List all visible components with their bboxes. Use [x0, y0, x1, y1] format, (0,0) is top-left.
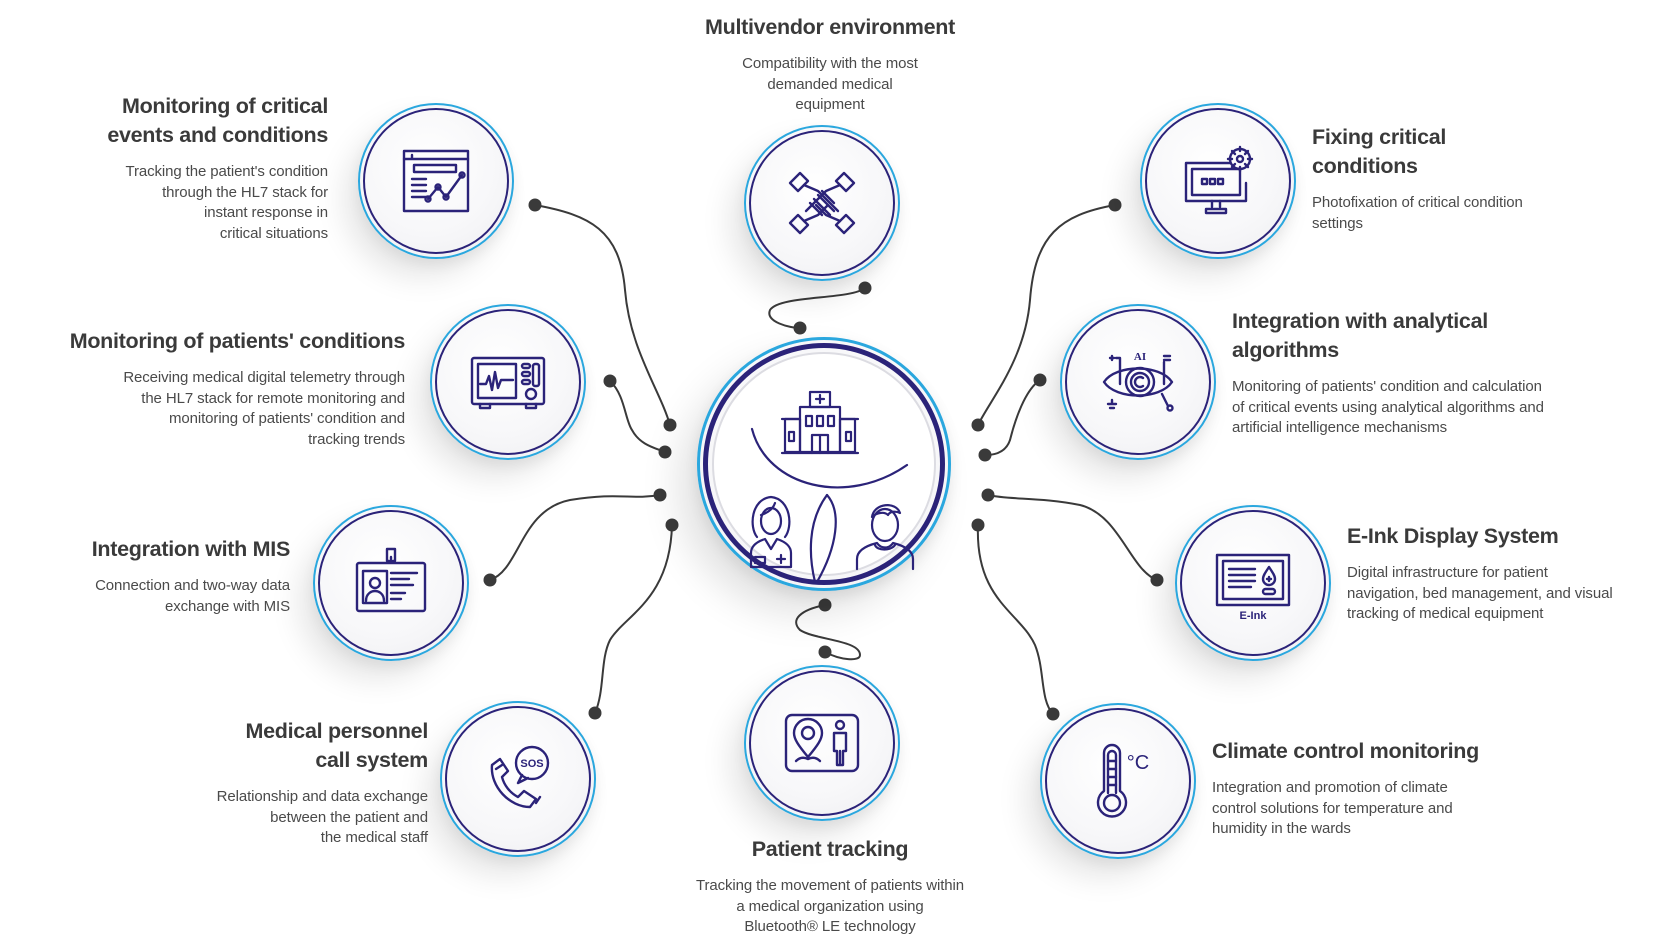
- node-integration-analytical[interactable]: AI: [1060, 304, 1216, 460]
- node-patient-tracking[interactable]: [744, 665, 900, 821]
- feature-title: Climate control monitoring: [1212, 739, 1479, 763]
- connector-dot: [858, 281, 872, 295]
- connector-eink: [987, 494, 1158, 581]
- feature-description: Monitoring of patients' condition and ca…: [1232, 378, 1544, 436]
- feature-eink-display: E-Ink Display System Digital infrastruct…: [1347, 522, 1677, 625]
- patient-monitor-icon: [468, 342, 548, 422]
- node-medical-personnel-call[interactable]: SOS: [440, 701, 596, 857]
- celsius-label: °C: [1127, 752, 1149, 774]
- feature-description: Connection and two-way data exchange wit…: [95, 577, 290, 615]
- hub-face: [712, 352, 936, 576]
- hub-divider-arc: [809, 493, 829, 584]
- patient-icon: [855, 504, 915, 571]
- feature-climate-control: Climate control monitoring Integration a…: [1212, 737, 1542, 840]
- doctor-icon: [749, 495, 793, 569]
- feature-description: Tracking the patient's condition through…: [125, 163, 328, 242]
- feature-title: Integration with analytical algorithms: [1232, 309, 1488, 362]
- feature-title: Fixing critical conditions: [1312, 125, 1447, 178]
- connector-dot: [818, 645, 832, 659]
- feature-title: Integration with MIS: [91, 537, 291, 561]
- feature-multivendor-environment: Multivendor environment Compatibility wi…: [640, 13, 1020, 116]
- sos-phone-icon: SOS: [478, 739, 558, 819]
- hands-together-icon: [782, 163, 862, 243]
- feature-title: Monitoring of patients' conditions: [69, 329, 406, 353]
- connector-dot: [528, 198, 542, 212]
- eink-label: E-Ink: [1240, 610, 1268, 622]
- connector-dot: [663, 418, 677, 432]
- feature-title: Monitoring of critical events and condit…: [107, 94, 328, 147]
- connector-personnel-call: [594, 524, 673, 714]
- node-integration-mis[interactable]: [313, 505, 469, 661]
- node-eink-display[interactable]: E-Ink: [1175, 505, 1331, 661]
- connector-dot: [971, 518, 985, 532]
- node-monitoring-patients-conditions[interactable]: [430, 304, 586, 460]
- feature-description: Tracking the movement of patients within…: [695, 877, 965, 935]
- connector-climate: [976, 524, 1054, 715]
- connector-dot: [1108, 198, 1122, 212]
- connector-patients-conditions: [609, 380, 666, 453]
- node-climate-control[interactable]: °C: [1040, 703, 1196, 859]
- feature-title: Medical personnel call system: [245, 719, 429, 772]
- hub-divider-arc: [750, 427, 909, 489]
- monitor-gear-icon: [1178, 141, 1258, 221]
- feature-description: Receiving medical digital telemetry thro…: [123, 369, 405, 448]
- connector-patient-tracking: [795, 604, 862, 661]
- feature-patient-tracking: Patient tracking Tracking the movement o…: [640, 835, 1020, 938]
- feature-description: Digital infrastructure for patient navig…: [1347, 564, 1613, 622]
- hub-outer-ring: [697, 337, 951, 591]
- location-person-icon: [782, 703, 862, 783]
- feature-title: Patient tracking: [751, 837, 909, 861]
- feature-description: Relationship and data exchange between t…: [216, 788, 428, 846]
- feature-fixing-critical-conditions: Fixing critical conditions Photofixation…: [1312, 123, 1612, 234]
- central-hub: [697, 337, 951, 591]
- connector-dot: [588, 706, 602, 720]
- feature-title: E-Ink Display System: [1347, 524, 1559, 548]
- hub-illustration: [749, 390, 915, 584]
- hub-divider-arc: [815, 493, 837, 584]
- feature-monitoring-patients-conditions: Monitoring of patients' conditions Recei…: [20, 327, 406, 450]
- connector-dot: [793, 321, 807, 335]
- connector-dot: [603, 374, 617, 388]
- connector-multivendor: [768, 287, 866, 329]
- chart-document-icon: [396, 141, 476, 221]
- feature-title: Multivendor environment: [705, 15, 955, 39]
- feature-description: Photofixation of critical condition sett…: [1312, 194, 1523, 232]
- connector-dot: [1150, 573, 1164, 587]
- node-multivendor-environment[interactable]: [744, 125, 900, 281]
- eink-display-icon: E-Ink: [1213, 543, 1293, 623]
- hospital-icon: [780, 390, 860, 455]
- connector-dot: [665, 518, 679, 532]
- connector-dot: [978, 448, 992, 462]
- connector-dot: [483, 573, 497, 587]
- connector-dot: [1046, 707, 1060, 721]
- connector-dot: [971, 418, 985, 432]
- connector-dot: [981, 488, 995, 502]
- feature-description: Integration and promotion of climate con…: [1212, 779, 1453, 837]
- ai-label: AI: [1134, 351, 1146, 363]
- node-monitoring-critical-events[interactable]: [358, 103, 514, 259]
- sos-label: SOS: [520, 758, 543, 770]
- node-fixing-critical-conditions[interactable]: [1140, 103, 1296, 259]
- feature-medical-personnel-call: Medical personnel call system Relationsh…: [150, 717, 429, 849]
- connector-analytical: [984, 379, 1041, 456]
- ai-eye-icon: AI: [1098, 342, 1178, 422]
- connector-dot: [653, 488, 667, 502]
- id-badge-icon: [351, 543, 431, 623]
- connector-dot: [1033, 373, 1047, 387]
- connector-dot: [818, 598, 832, 612]
- thermometer-icon: °C: [1078, 741, 1158, 821]
- connector-dot: [658, 445, 672, 459]
- feature-description: Compatibility with the most demanded med…: [742, 55, 918, 113]
- hub-inner-ring: [703, 343, 945, 585]
- feature-monitoring-critical-events: Monitoring of critical events and condit…: [60, 92, 328, 244]
- connector-mis: [489, 494, 661, 581]
- feature-integration-mis: Integration with MIS Connection and two-…: [40, 535, 291, 617]
- feature-integration-analytical: Integration with analytical algorithms M…: [1232, 307, 1672, 439]
